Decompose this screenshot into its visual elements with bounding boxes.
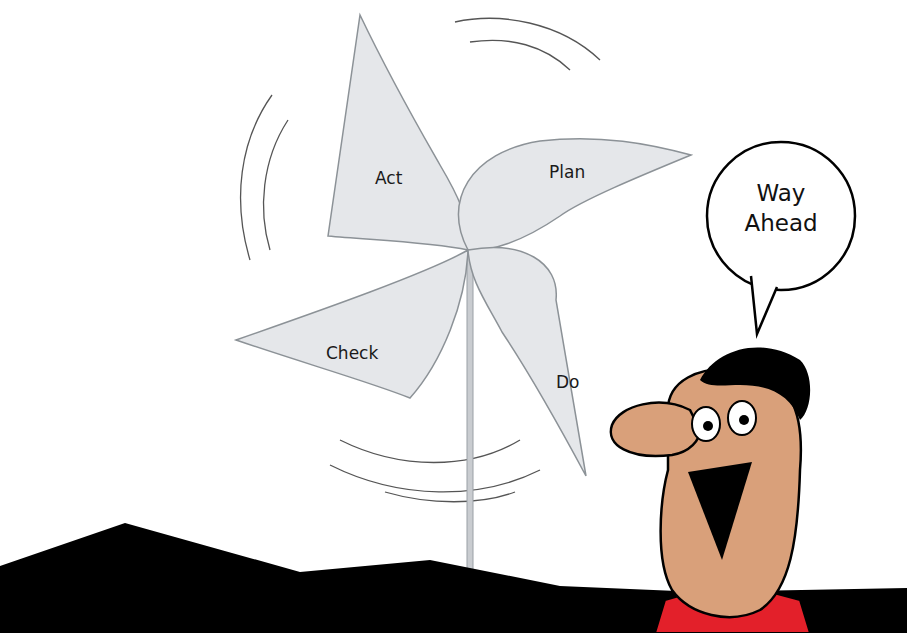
pinwheel-blade: Plan	[464, 132, 694, 256]
blade-shape	[468, 248, 586, 476]
node-outline	[324, 12, 474, 258]
bubble-outline	[707, 142, 855, 290]
bubble-tail	[751, 276, 777, 334]
blade-label: Act	[375, 168, 402, 188]
blade-label: Plan	[549, 162, 585, 182]
node-outline	[464, 132, 694, 256]
node-outline	[464, 244, 590, 480]
speech-text: Way Ahead	[725, 178, 837, 238]
blade-label: Do	[556, 372, 580, 392]
blade-shape	[328, 15, 469, 250]
node-outline	[234, 245, 472, 403]
blade-shape	[458, 139, 691, 251]
blade-label: Check	[326, 343, 378, 363]
pinwheel-blade: Check	[234, 245, 472, 403]
bubble-tail-fill	[751, 276, 777, 334]
blade-shape	[236, 250, 468, 398]
pinwheel-blade: Act	[324, 12, 474, 258]
pinwheel-stick	[467, 250, 473, 595]
motion-lines	[241, 18, 600, 501]
pinwheel-blade: Do	[464, 244, 590, 480]
speech-bubble: Way Ahead	[705, 140, 857, 292]
cartoon-man	[611, 347, 810, 633]
